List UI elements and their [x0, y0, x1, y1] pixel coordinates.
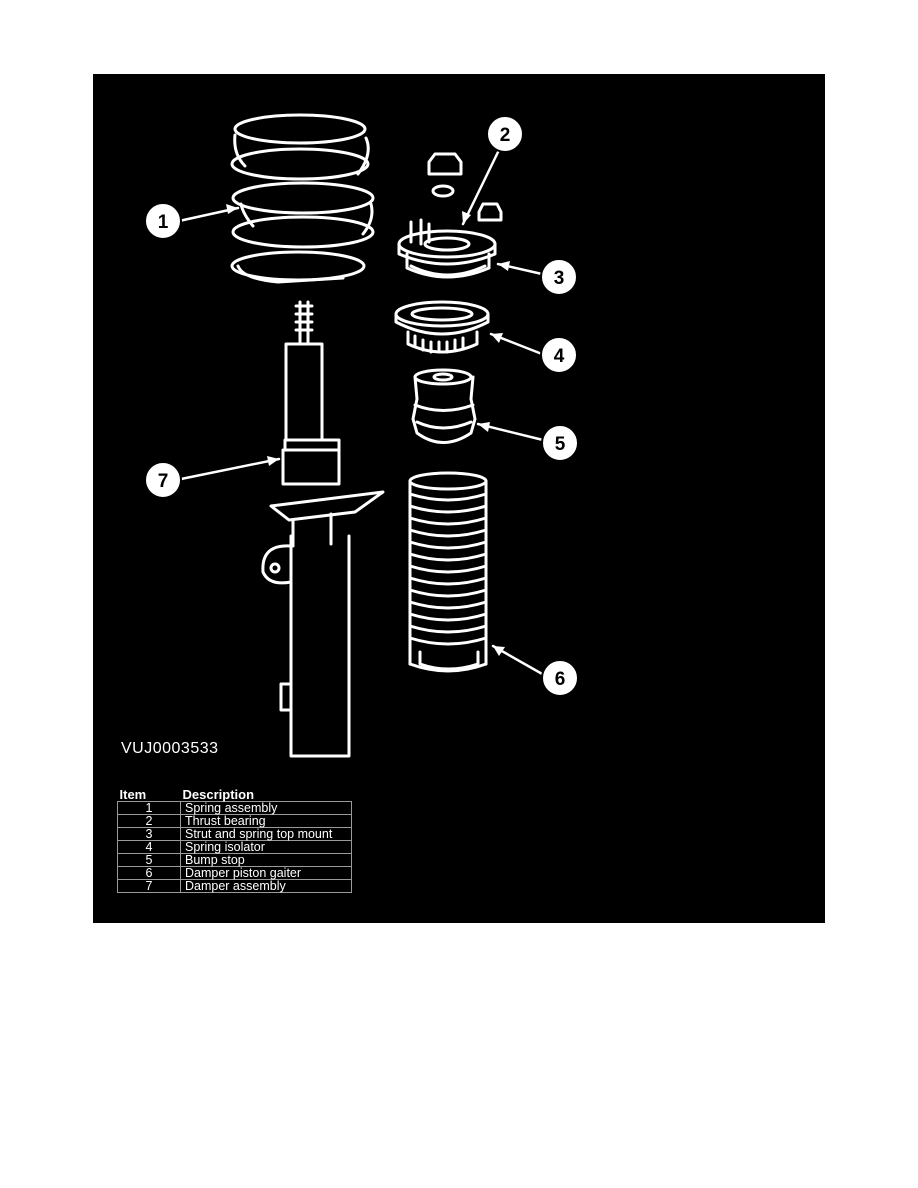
legend-header-item: Item — [119, 787, 147, 802]
legend-row: 4 Spring isolator — [117, 840, 352, 854]
legend-item-number: 4 — [117, 840, 181, 854]
callout-circle-1 — [144, 202, 182, 240]
callout-arrowheads — [226, 204, 510, 656]
damper-assembly-part — [261, 300, 385, 758]
legend-item-number: 2 — [117, 814, 181, 828]
legend-row: 2 Thrust bearing — [117, 814, 352, 828]
legend-item-number: 1 — [117, 801, 181, 815]
callout-circle-3 — [540, 258, 578, 296]
callout-circle-5 — [541, 424, 579, 462]
callout-number-4: 4 — [554, 346, 565, 367]
callout-circle-2 — [486, 115, 524, 153]
legend-item-number: 3 — [117, 827, 181, 841]
callout-number-5: 5 — [555, 434, 566, 455]
callout-circle-4 — [540, 336, 578, 374]
legend-item-description: Spring isolator — [180, 840, 352, 854]
legend-table: Item Description 1 Spring assembly 2 Thr… — [117, 788, 352, 893]
legend-item-description: Spring assembly — [180, 801, 352, 815]
legend-row: 3 Strut and spring top mount — [117, 827, 352, 841]
legend-row: 5 Bump stop — [117, 853, 352, 867]
callout-number-6: 6 — [555, 669, 566, 690]
legend-header-description: Description — [182, 787, 255, 802]
legend-row: 7 Damper assembly — [117, 879, 352, 893]
legend-item-description: Thrust bearing — [180, 814, 352, 828]
exploded-strut-diagram: 1 2 3 4 5 6 7 — [144, 113, 579, 758]
bump-stop-part — [411, 368, 477, 444]
callout-number-3: 3 — [554, 268, 565, 289]
legend-row: 6 Damper piston gaiter — [117, 866, 352, 880]
gaiter-part — [408, 471, 488, 673]
spring-isolator-part — [394, 300, 490, 354]
legend-item-description: Damper piston gaiter — [180, 866, 352, 880]
legend-item-description: Bump stop — [180, 853, 352, 867]
callout-circle-7 — [144, 461, 182, 499]
legend-item-number: 5 — [117, 853, 181, 867]
diagram-panel: 1 2 3 4 5 6 7 VUJ0003533 Item Descriptio… — [93, 74, 825, 923]
callout-number-7: 7 — [158, 471, 169, 492]
top-mount-part — [397, 152, 503, 279]
callout-number-2: 2 — [500, 125, 511, 146]
callout-circle-6 — [541, 659, 579, 697]
coil-spring-part — [230, 113, 375, 284]
legend-item-number: 7 — [117, 879, 181, 893]
legend-row: 1 Spring assembly — [117, 801, 352, 815]
legend-item-description: Strut and spring top mount — [180, 827, 352, 841]
legend-item-description: Damper assembly — [180, 879, 352, 893]
figure-reference: VUJ0003533 — [121, 740, 219, 757]
callout-number-1: 1 — [158, 212, 169, 233]
legend-item-number: 6 — [117, 866, 181, 880]
